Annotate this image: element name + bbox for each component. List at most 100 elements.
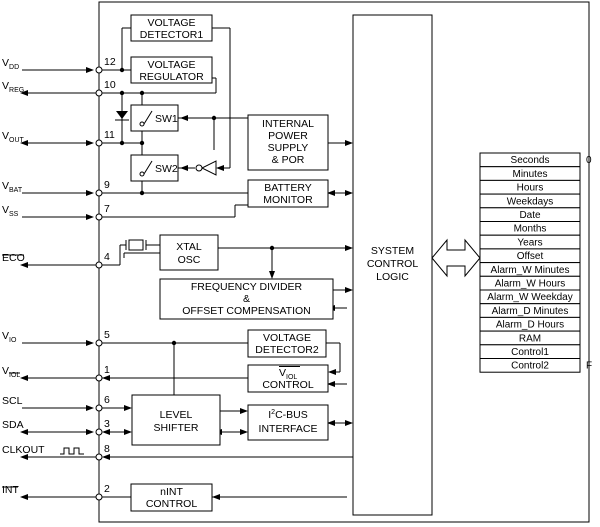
pin-name-label: INT [2, 484, 20, 496]
register-label: Date [519, 210, 541, 221]
sw1-block: SW1 [130, 104, 179, 132]
svg-text:&: & [243, 293, 250, 305]
i2c-interface-block: I2C-BUS INTERFACE [247, 404, 329, 441]
internal-power-block: INTERNAL POWER SUPPLY & POR [247, 114, 329, 171]
register-cell [479, 358, 581, 373]
register-label: Minutes [512, 169, 547, 180]
svg-text:INTERFACE: INTERFACE [259, 423, 318, 435]
pin-int-connection [20, 493, 103, 501]
pin-name-label: VREG [2, 80, 24, 94]
svg-text:CONTROL: CONTROL [367, 258, 418, 270]
pin-vio-connection [22, 339, 103, 347]
pin-number-label: 8 [104, 443, 110, 455]
register-label: Alarm_D Minutes [492, 306, 569, 317]
svg-text:XTAL: XTAL [176, 241, 202, 253]
pin-vbat-connection [22, 189, 103, 197]
svg-text:SHIFTER: SHIFTER [154, 422, 199, 434]
pin-name-label: VSS [2, 204, 19, 218]
svg-text:LOGIC: LOGIC [376, 271, 409, 283]
crystal-icon [120, 239, 160, 251]
register-label: Hours [517, 183, 544, 194]
pin-name-label: ECO [2, 252, 25, 264]
nint-control-block: nINT CONTROL [130, 483, 213, 512]
svg-text:SUPPLY: SUPPLY [268, 142, 309, 154]
svg-text:OSC: OSC [178, 254, 201, 266]
register-label: Control2 [511, 361, 549, 372]
register-label: Months [514, 224, 547, 235]
system-control-logic-block: SYSTEM CONTROL LOGIC [352, 14, 433, 516]
clock-waveform-icon [60, 447, 84, 455]
pin-number-label: 3 [104, 418, 110, 430]
register-label: Alarm_W Weekday [487, 292, 572, 303]
pin-name-label: SCL [2, 395, 23, 407]
svg-text:FREQUENCY DIVIDER: FREQUENCY DIVIDER [191, 281, 303, 293]
svg-text:INTERNAL: INTERNAL [262, 118, 314, 130]
pin-scl-connection [22, 404, 103, 412]
register-label: Offset [517, 251, 544, 262]
svg-text:SYSTEM: SYSTEM [371, 245, 414, 257]
pin-eco-connection [20, 261, 103, 269]
register-label: RAM [519, 333, 541, 344]
svg-text:CONTROL: CONTROL [262, 379, 313, 391]
svg-text:BATTERY: BATTERY [264, 182, 311, 194]
svg-text:CONTROL: CONTROL [146, 498, 197, 510]
pin-sda-connection [20, 428, 103, 436]
pin-clkout-connection [20, 447, 103, 461]
voltage-regulator-block: VOLTAGE REGULATOR [130, 56, 213, 84]
bus-double-arrow-icon [431, 238, 481, 278]
svg-text:DETECTOR1: DETECTOR1 [140, 29, 204, 41]
pin-name-label: SDA [2, 419, 24, 431]
svg-text:& POR: & POR [272, 154, 305, 166]
pin-vout-connection [20, 139, 103, 147]
register-label: Control1 [511, 347, 549, 358]
voltage-detector2-block: VOLTAGE DETECTOR2 [247, 329, 327, 358]
svg-text:REGULATOR: REGULATOR [139, 71, 204, 83]
register-table: SecondsMinutesHoursWeekdaysDateMonthsYea… [479, 152, 592, 373]
svg-text:DETECTOR2: DETECTOR2 [255, 344, 319, 356]
pin-number-label: 6 [104, 394, 110, 406]
svg-text:VOLTAGE: VOLTAGE [147, 17, 195, 29]
svg-text:SW2: SW2 [155, 163, 178, 175]
pin-number-label: 1 [104, 364, 110, 376]
svg-text:V: V [279, 367, 286, 379]
svg-text:LEVEL: LEVEL [160, 409, 193, 421]
pin-vss-connection [22, 213, 103, 221]
level-shifter-block: LEVEL SHIFTER [131, 394, 221, 446]
register-label: Alarm_W Hours [495, 279, 566, 290]
svg-text:IOL: IOL [286, 374, 297, 381]
voltage-detector1-block: VOLTAGE DETECTOR1 [130, 14, 213, 42]
pin-viol-connection [20, 374, 103, 382]
svg-text:VOLTAGE: VOLTAGE [263, 332, 311, 344]
pin-number-label: 10 [104, 79, 116, 91]
svg-text:nINT: nINT [160, 486, 183, 498]
inverter-icon [195, 160, 217, 176]
svg-text:I2C-BUS: I2C-BUS [268, 409, 308, 421]
sw2-block: SW2 [130, 154, 179, 182]
register-label: Alarm_W Minutes [491, 265, 570, 276]
pin-vreg-connection [20, 89, 103, 97]
svg-text:SW1: SW1 [155, 113, 178, 125]
pin-name-label: CLKOUT [2, 444, 45, 456]
pin-number-label: 5 [104, 329, 110, 341]
register-first-address: 0 [586, 155, 592, 166]
pin-number-label: 9 [104, 179, 110, 191]
pin-name-label: VIOL [2, 365, 20, 379]
pin-vdd-connection [22, 66, 103, 74]
pin-name-label: VOUT [2, 130, 25, 144]
register-label: Weekdays [507, 196, 554, 207]
register-label: Alarm_D Hours [496, 320, 564, 331]
viol-control-block: V IOL CONTROL [247, 364, 329, 393]
pin-number-label: 12 [104, 56, 116, 68]
svg-text:MONITOR: MONITOR [263, 194, 313, 206]
register-last-address: F [586, 361, 592, 372]
svg-text:OFFSET COMPENSATION: OFFSET COMPENSATION [182, 305, 311, 317]
svg-text:VOLTAGE: VOLTAGE [147, 59, 195, 71]
register-label: Seconds [511, 155, 550, 166]
battery-monitor-block: BATTERY MONITOR [247, 179, 329, 208]
svg-text:POWER: POWER [268, 130, 308, 142]
pin-name-label: VBAT [2, 180, 23, 194]
xtal-osc-block: XTAL OSC [159, 234, 219, 271]
frequency-divider-block: FREQUENCY DIVIDER & OFFSET COMPENSATION [159, 278, 334, 320]
pin-number-label: 7 [104, 203, 110, 215]
